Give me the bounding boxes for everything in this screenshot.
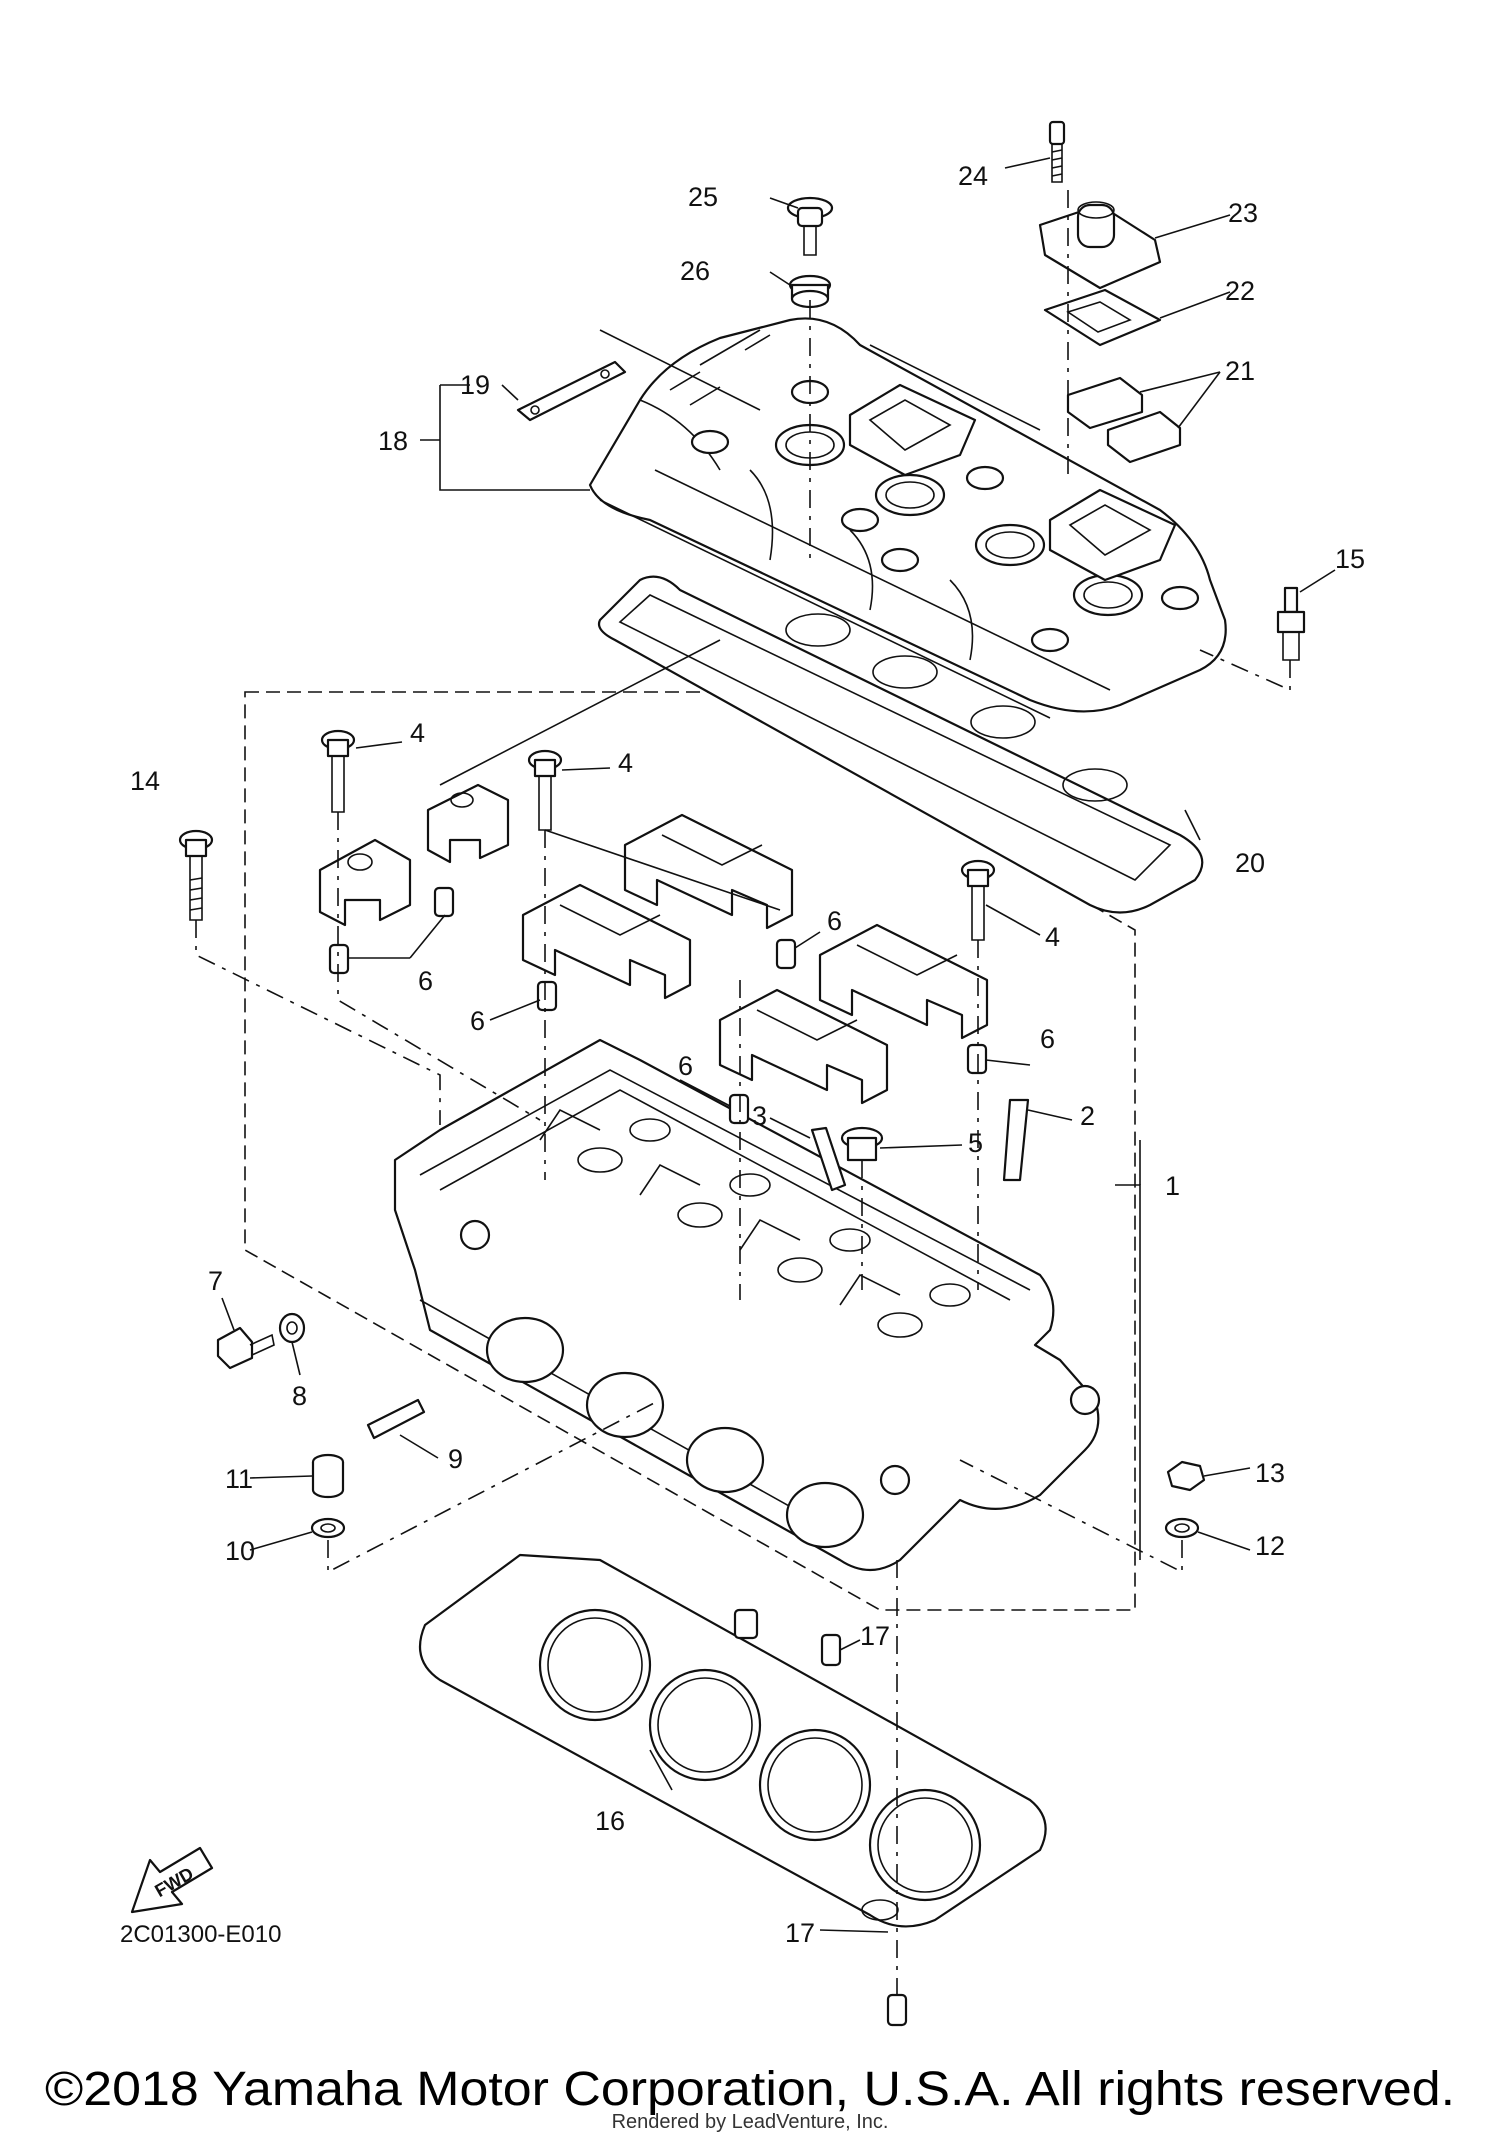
callout-26[interactable]: 26 <box>680 256 710 286</box>
callout-2[interactable]: 2 <box>1080 1101 1095 1131</box>
rendered-by-notice: Rendered by LeadVenture, Inc. <box>612 2111 889 2133</box>
callout-17-lower[interactable]: 17 <box>785 1918 815 1948</box>
dowel-6-f[interactable] <box>966 1043 988 1075</box>
callout-23[interactable]: 23 <box>1228 198 1258 228</box>
dowel-6-c[interactable] <box>536 980 558 1012</box>
callout-4-left[interactable]: 4 <box>410 718 425 748</box>
bolt-4-center[interactable] <box>527 749 563 831</box>
dowel-17-upper[interactable] <box>820 1633 842 1667</box>
diagram-code: 2C01300-E010 <box>120 1921 281 1948</box>
callout-7[interactable]: 7 <box>208 1266 223 1296</box>
copyright-notice: ©2018 Yamaha Motor Corporation, U.S.A. A… <box>45 2063 1455 2116</box>
bracket-19[interactable] <box>516 360 627 422</box>
callout-25[interactable]: 25 <box>688 182 718 212</box>
callout-6-b[interactable]: 6 <box>470 1006 485 1036</box>
camshaft-cap-right[interactable] <box>818 923 989 1040</box>
spark-plug[interactable] <box>1276 586 1306 661</box>
align-line-14 <box>195 920 441 1125</box>
bolt-24[interactable] <box>1048 120 1066 183</box>
washer-8[interactable] <box>278 1312 306 1344</box>
callout-4-right[interactable]: 4 <box>1045 922 1060 952</box>
callout-9[interactable]: 9 <box>448 1444 463 1474</box>
align-line-10 <box>327 1399 661 1574</box>
washer-10[interactable] <box>310 1517 346 1539</box>
bolt-14[interactable] <box>178 829 214 921</box>
callout-24[interactable]: 24 <box>958 161 988 191</box>
callout-14[interactable]: 14 <box>130 766 160 796</box>
callout-22[interactable]: 22 <box>1225 276 1255 306</box>
callout-13[interactable]: 13 <box>1255 1458 1285 1488</box>
camshaft-cap-front-center[interactable] <box>718 988 889 1105</box>
callout-6-a[interactable]: 6 <box>418 966 433 996</box>
callout-20[interactable]: 20 <box>1235 848 1265 878</box>
callout-18[interactable]: 18 <box>378 426 408 456</box>
camshaft-cap-pair-left[interactable] <box>318 783 510 927</box>
callout-21[interactable]: 21 <box>1225 356 1255 386</box>
pipe-2[interactable] <box>1002 1098 1030 1182</box>
camshaft-cap-rear-center[interactable] <box>623 813 794 930</box>
bolt-7[interactable] <box>216 1326 275 1370</box>
callout-16[interactable]: 16 <box>595 1806 625 1836</box>
dowel-6-e[interactable] <box>728 1093 750 1125</box>
callout-12[interactable]: 12 <box>1255 1531 1285 1561</box>
camshaft-cap-left-center[interactable] <box>521 883 692 1000</box>
callout-4-center[interactable]: 4 <box>618 748 633 778</box>
grommet-26[interactable] <box>788 274 832 309</box>
callout-10[interactable]: 10 <box>225 1536 255 1566</box>
plug-5[interactable] <box>840 1126 884 1162</box>
collar-11[interactable] <box>311 1453 345 1499</box>
callout-6-e[interactable]: 6 <box>1040 1024 1055 1054</box>
cylinder-head-gasket[interactable] <box>418 1553 1047 1928</box>
screw-25[interactable] <box>786 196 834 256</box>
callout-19[interactable]: 19 <box>460 370 490 400</box>
dowel-17-lower[interactable] <box>886 1993 908 2027</box>
reed-valve-plate[interactable] <box>1043 288 1162 347</box>
callout-1[interactable]: 1 <box>1165 1171 1180 1201</box>
callout-11[interactable]: 11 <box>225 1464 253 1494</box>
align-line-15 <box>1199 649 1291 692</box>
dowel-6-d[interactable] <box>775 938 797 970</box>
callout-17-upper[interactable]: 17 <box>860 1621 890 1651</box>
callout-3[interactable]: 3 <box>752 1101 767 1131</box>
dowel-6-b[interactable] <box>433 886 455 918</box>
cylinder-head[interactable] <box>393 1038 1101 1571</box>
align-line-12 <box>959 1459 1183 1574</box>
fwd-arrow-icon: FWD <box>130 1846 214 1914</box>
callout-8[interactable]: 8 <box>292 1381 307 1411</box>
bolt-4-right[interactable] <box>960 859 996 941</box>
cover-gasket[interactable] <box>597 575 1204 914</box>
dowel-6-a[interactable] <box>328 943 350 975</box>
washer-12[interactable] <box>1164 1517 1200 1539</box>
align-line-4-left <box>337 812 541 1121</box>
reed-valve-pair[interactable] <box>1066 376 1182 464</box>
callout-5[interactable]: 5 <box>968 1128 983 1158</box>
nut-13[interactable] <box>1166 1460 1206 1492</box>
callout-6-d[interactable]: 6 <box>678 1051 693 1081</box>
reed-valve-cover[interactable] <box>1038 201 1162 290</box>
cylinder-head-cover[interactable] <box>588 317 1227 719</box>
bolt-4-left[interactable] <box>320 729 356 813</box>
stud-9[interactable] <box>366 1398 426 1440</box>
pipe-3[interactable] <box>810 1126 847 1192</box>
callout-15[interactable]: 15 <box>1335 544 1365 574</box>
leader-lines <box>221 157 1336 1933</box>
callout-6-c[interactable]: 6 <box>827 906 842 936</box>
